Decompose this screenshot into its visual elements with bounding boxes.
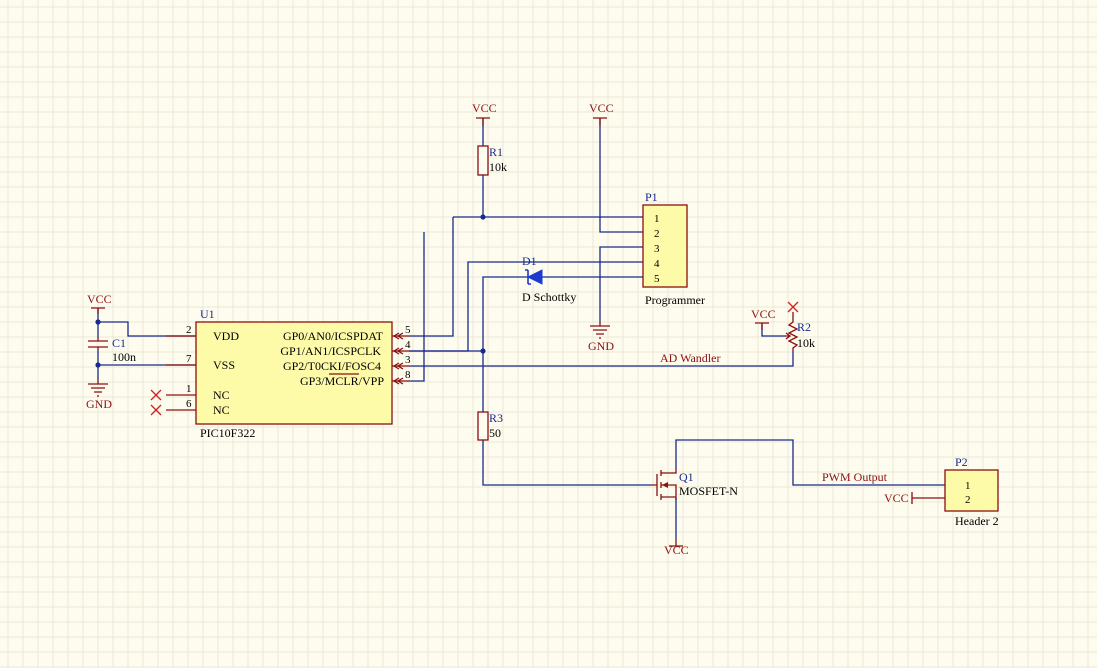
u1-pin-name: NC	[213, 403, 230, 417]
vcc-label: VCC	[751, 307, 776, 321]
p2-pin-number: 1	[965, 480, 971, 492]
r2-designator: R2	[797, 320, 811, 334]
u1-pin-name: GP3/MCLR/VPP	[300, 374, 384, 388]
u1-designator: U1	[200, 307, 215, 321]
u1-pin-number: 5	[405, 324, 411, 336]
vcc-label: VCC	[884, 491, 909, 505]
q1-designator: Q1	[679, 470, 694, 484]
gnd-symbol[interactable]: GND	[86, 380, 112, 411]
u1-pin-number: 2	[186, 324, 192, 336]
u1-pin-number: 8	[405, 369, 411, 381]
vcc-symbol[interactable]: VCC	[751, 307, 776, 330]
potentiometer-r2[interactable]: R2 10k	[785, 312, 815, 352]
wires	[97, 118, 945, 540]
p1-designator: P1	[645, 190, 658, 204]
gnd-symbol[interactable]: GND	[588, 322, 614, 353]
u1-value: PIC10F322	[200, 426, 255, 440]
d1-value: D Schottky	[522, 290, 576, 304]
diode-d1[interactable]: D1 D Schottky	[522, 254, 576, 304]
net-label-pwm-output: PWM Output	[822, 470, 888, 484]
p2-value: Header 2	[955, 514, 999, 528]
p1-pin-number: 3	[654, 243, 660, 255]
resistor-r1[interactable]: R1 10k	[477, 145, 507, 176]
junction-dot	[95, 319, 101, 325]
net-label-ad-wandler: AD Wandler	[660, 351, 720, 365]
vcc-label: VCC	[589, 101, 614, 115]
u1-pin-name: NC	[213, 388, 230, 402]
u1-pin-name: GP0/AN0/ICSPDAT	[283, 329, 384, 343]
d1-designator: D1	[522, 254, 537, 268]
junction-dot	[480, 214, 486, 220]
u1-pin-name: VDD	[213, 329, 239, 343]
vcc-symbol[interactable]: VCC	[472, 101, 497, 126]
c1-value: 100n	[112, 350, 136, 364]
resistor-r3[interactable]: R3 50	[477, 411, 503, 441]
vcc-symbol[interactable]: VCC	[589, 101, 614, 126]
p2-designator: P2	[955, 455, 968, 469]
r2-value: 10k	[797, 336, 815, 350]
p1-pin-number: 5	[654, 273, 660, 285]
c1-designator: C1	[112, 336, 126, 350]
vcc-symbol[interactable]: VCC	[87, 292, 112, 314]
vcc-symbol[interactable]: VCC	[884, 491, 945, 505]
junction-dot	[95, 362, 101, 368]
p1-pin-number: 4	[654, 258, 660, 270]
u1-pin-number: 4	[405, 339, 411, 351]
u1-pin-number: 3	[405, 354, 411, 366]
mosfet-q1[interactable]: Q1 MOSFET-N	[652, 470, 738, 500]
p1-pin-number: 2	[654, 228, 660, 240]
u1-pin-name: GP2/T0CKI/FOSC4	[283, 359, 381, 373]
vcc-label: VCC	[664, 543, 689, 557]
ic-u1[interactable]: U1 PIC10F322 2 7 1 6 VDD VSS NC NC 5 4 3…	[166, 307, 411, 440]
r3-designator: R3	[489, 411, 503, 425]
connector-p1[interactable]: P1 Programmer 1 2 3 4 5	[642, 190, 705, 307]
no-connect-markers	[150, 301, 799, 416]
junctions	[95, 214, 486, 368]
junction-dot	[480, 348, 486, 354]
u1-pin-name: VSS	[213, 358, 235, 372]
r1-value: 10k	[489, 160, 507, 174]
p1-value: Programmer	[645, 293, 705, 307]
r3-value: 50	[489, 426, 501, 440]
gnd-label: GND	[86, 397, 112, 411]
r1-designator: R1	[489, 145, 503, 159]
vcc-label: VCC	[472, 101, 497, 115]
u1-pin-number: 1	[186, 383, 192, 395]
capacitor-c1[interactable]: C1 100n	[88, 336, 136, 364]
p1-pin-number: 1	[654, 213, 660, 225]
u1-pin-name: GP1/AN1/ICSPCLK	[280, 344, 381, 358]
vcc-label: VCC	[87, 292, 112, 306]
u1-pin-number: 7	[186, 353, 192, 365]
gnd-label: GND	[588, 339, 614, 353]
q1-value: MOSFET-N	[679, 484, 738, 498]
connector-p2[interactable]: P2 Header 2 1 2	[944, 455, 999, 528]
u1-pin-number: 6	[186, 398, 192, 410]
p2-pin-number: 2	[965, 494, 971, 506]
vcc-symbol[interactable]: VCC	[664, 540, 689, 557]
